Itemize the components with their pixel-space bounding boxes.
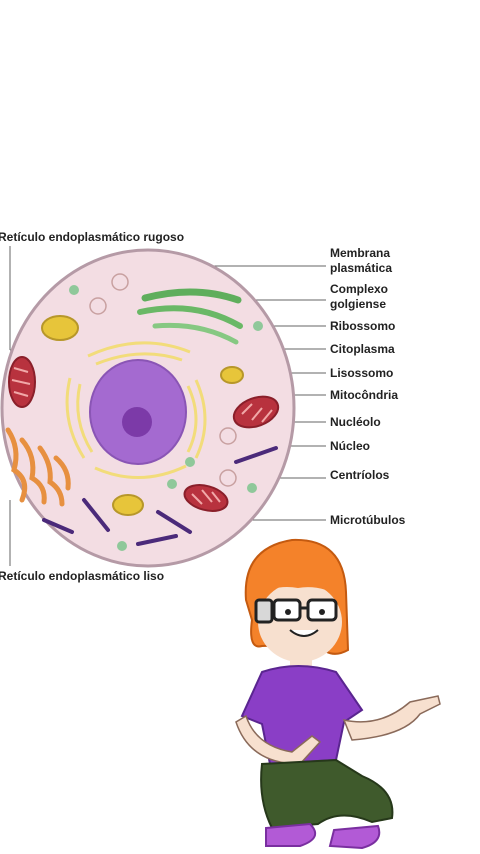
lysosome: [220, 366, 244, 384]
nucleolus: [122, 407, 152, 437]
eye: [285, 609, 291, 615]
pants: [260, 758, 394, 830]
lysosome: [41, 315, 79, 341]
label-lysosome: Lisossomo: [330, 366, 394, 380]
ribosomes: [69, 285, 263, 551]
microtubules: [42, 446, 278, 546]
smooth-er: [5, 427, 71, 507]
eye: [319, 609, 325, 615]
smile: [289, 629, 319, 637]
label-cytoplasm: Citoplasma: [330, 342, 395, 356]
arm-right: [342, 695, 441, 741]
golgi-complex: [137, 288, 243, 345]
label-centrioles: Centríolos: [330, 468, 390, 482]
rough-er: [65, 341, 207, 479]
label-membrane: Membrana plasmática: [330, 246, 393, 275]
label-golgi: Complexo golgiense: [330, 282, 389, 311]
label-ribosome: Ribossomo: [330, 319, 396, 333]
label-nucleolus: Nucléolo: [330, 415, 381, 429]
label-microtubules: Microtúbulos: [330, 513, 406, 527]
centrioles: [89, 273, 237, 487]
hair-bangs: [254, 552, 344, 598]
shoe: [265, 822, 317, 847]
shoe: [328, 824, 381, 850]
cell-diagram: [0, 246, 326, 568]
lysosome: [112, 494, 144, 516]
arm-left: [235, 714, 322, 765]
label-mitochondria: Mitocôndria: [330, 388, 398, 402]
mitochondria: [8, 356, 280, 512]
label-rough-er: Retículo endoplasmático rugoso: [0, 230, 185, 244]
label-smooth-er: Retículo endoplasmático liso: [0, 569, 165, 583]
label-nucleus: Núcleo: [330, 439, 371, 453]
